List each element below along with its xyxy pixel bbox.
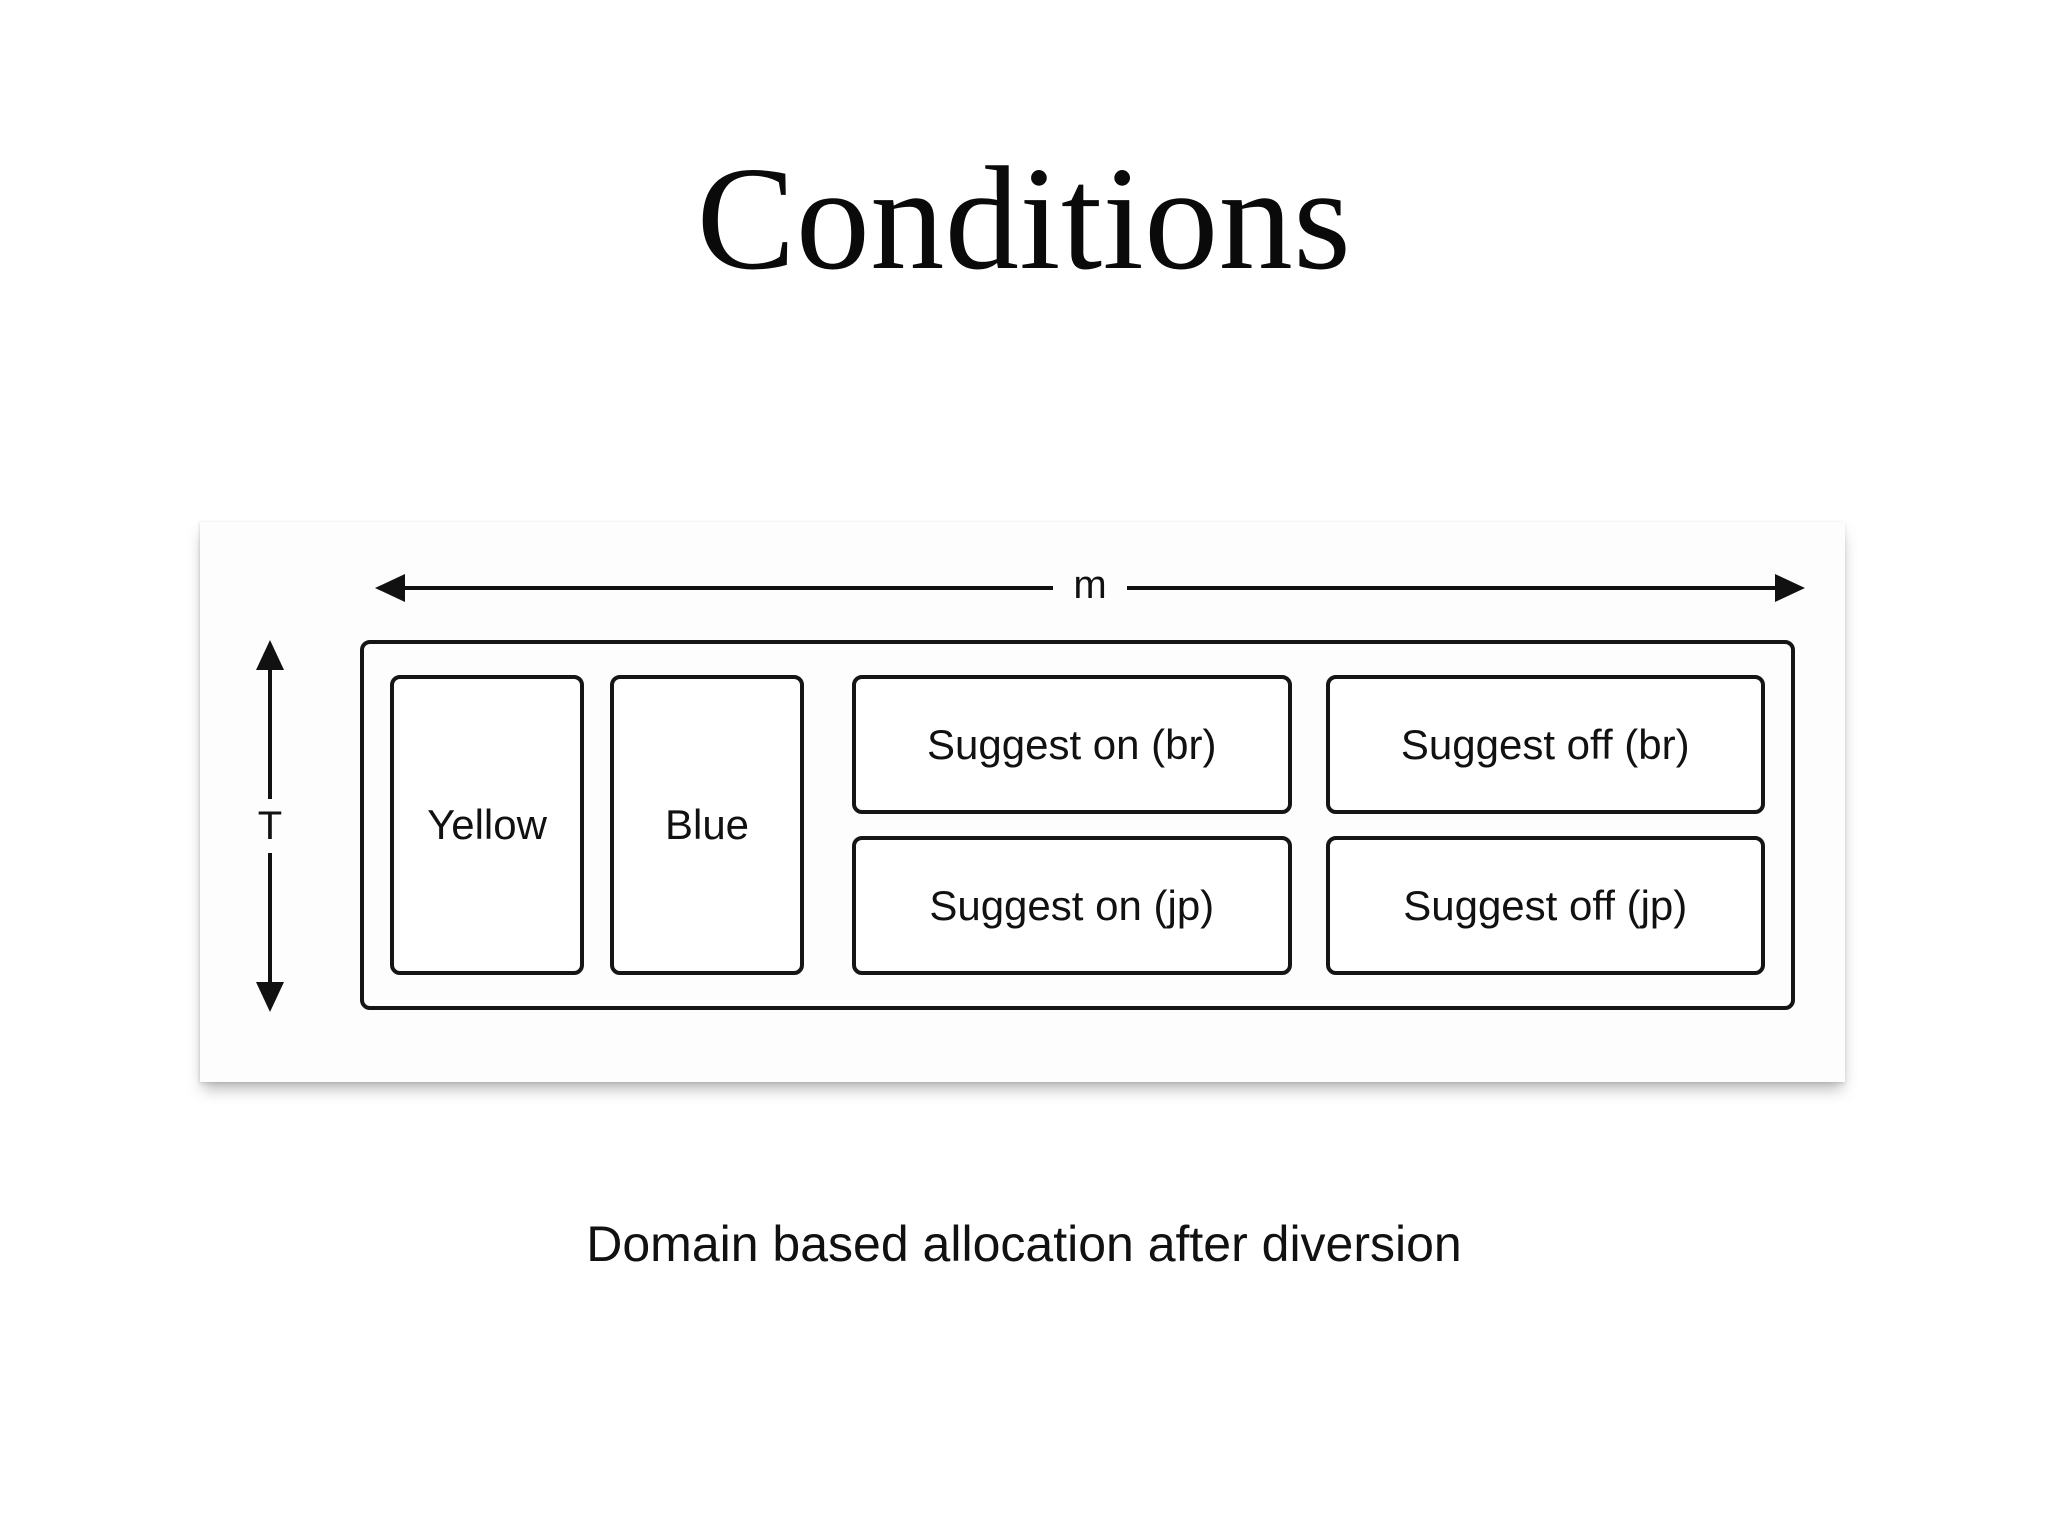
t-rule-bottom — [268, 853, 272, 982]
condition-box-suggest-off-jp: Suggest off (jp) — [1325, 836, 1765, 975]
vertical-measure-t: T — [248, 640, 292, 1012]
domain-box-label: Blue — [664, 801, 750, 848]
condition-box-suggest-on-br: Suggest on (br) — [852, 675, 1292, 814]
condition-box-label: Suggest off (br) — [1400, 720, 1690, 768]
t-rule-top — [268, 670, 272, 799]
measure-label-t: T — [257, 804, 283, 848]
m-rule-right — [1126, 586, 1776, 590]
arrow-left-icon — [375, 574, 405, 602]
domain-box-blue: Blue — [610, 675, 804, 975]
arrow-right-icon — [1775, 574, 1805, 602]
domain-box-label: Yellow — [427, 801, 547, 848]
domain-box-yellow: Yellow — [390, 675, 584, 975]
measure-label-m: m — [1073, 563, 1107, 607]
arrow-up-icon — [256, 640, 284, 670]
condition-box-label: Suggest on (jp) — [929, 881, 1215, 929]
condition-grid: Suggest on (br) Suggest off (br) Suggest… — [852, 675, 1765, 975]
condition-box-label: Suggest on (br) — [927, 720, 1217, 768]
allocation-container: Yellow Blue Suggest on (br) Suggest off … — [360, 640, 1795, 1010]
figure-caption: Domain based allocation after diversion — [586, 1216, 1462, 1272]
condition-grid-row-br: Suggest on (br) Suggest off (br) — [852, 675, 1765, 814]
horizontal-measure-m: m — [375, 560, 1805, 616]
page-title: Conditions — [696, 137, 1352, 301]
m-line-wrap: m — [405, 560, 1776, 616]
condition-box-suggest-off-br: Suggest off (br) — [1325, 675, 1765, 814]
condition-grid-row-jp: Suggest on (jp) Suggest off (jp) — [852, 836, 1765, 975]
condition-box-suggest-on-jp: Suggest on (jp) — [852, 836, 1292, 975]
arrow-down-icon — [256, 982, 284, 1012]
condition-box-label: Suggest off (jp) — [1403, 881, 1688, 929]
m-rule-left — [405, 586, 1054, 590]
